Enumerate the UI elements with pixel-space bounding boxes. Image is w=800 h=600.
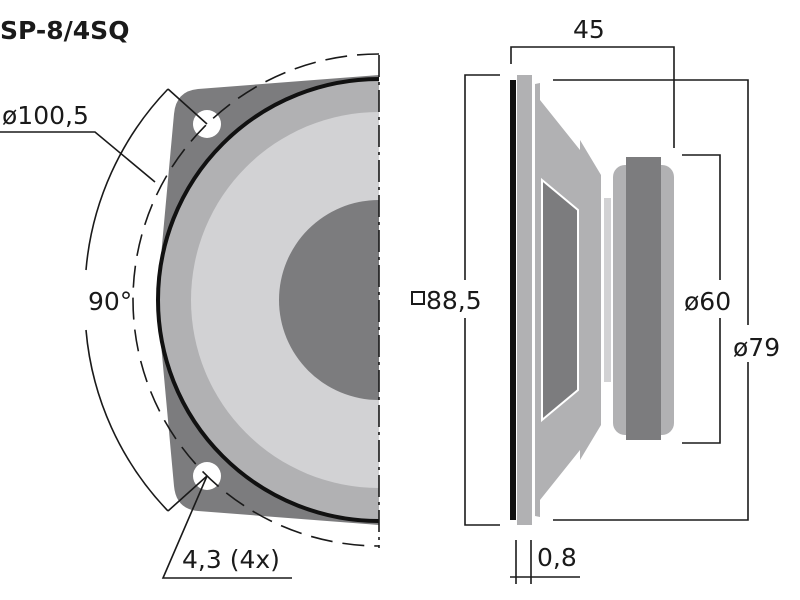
- dust-cap: [279, 200, 379, 400]
- basket-dimension: [553, 79, 749, 325]
- angle-leg-bottom: [167, 475, 208, 512]
- hole-leader: [161, 475, 292, 579]
- depth-dimension: [510, 46, 675, 148]
- magnet-diameter-label: ø60: [684, 287, 731, 316]
- side-view: 45 88,5 ø60 ø79 0,8: [411, 15, 780, 584]
- basket-dimension: [553, 362, 749, 521]
- depth-label: 45: [573, 15, 605, 44]
- bolt-circle-diameter-label: ø100,5: [2, 101, 89, 130]
- angle-arc: [85, 88, 169, 271]
- square-dimension: [464, 74, 500, 280]
- magnet-dimension: [682, 318, 721, 444]
- thickness-label: 0,8: [537, 543, 577, 572]
- square-size-label: 88,5: [426, 286, 482, 315]
- flange: [517, 75, 532, 525]
- model-title: SP-8/4SQ: [0, 16, 129, 45]
- angle-leg-top: [167, 88, 208, 125]
- basket-diameter-label: ø79: [733, 333, 780, 362]
- angle-label: 90°: [88, 287, 132, 316]
- bolt-circle: [132, 53, 380, 547]
- basket-window: [541, 177, 579, 423]
- diameter-leader: [0, 131, 156, 183]
- hole-size-label: 4,3 (4x): [182, 545, 280, 574]
- front-view: 90° ø100,5 4,3 (4x): [0, 53, 380, 579]
- angle-arc: [85, 329, 169, 512]
- magnet: [626, 157, 661, 440]
- front-plate: [510, 80, 516, 520]
- square-icon: [411, 291, 425, 305]
- square-dimension: [464, 318, 500, 526]
- outer-edge: [156, 77, 380, 523]
- spacer: [604, 198, 611, 382]
- magnet-dimension: [682, 154, 721, 280]
